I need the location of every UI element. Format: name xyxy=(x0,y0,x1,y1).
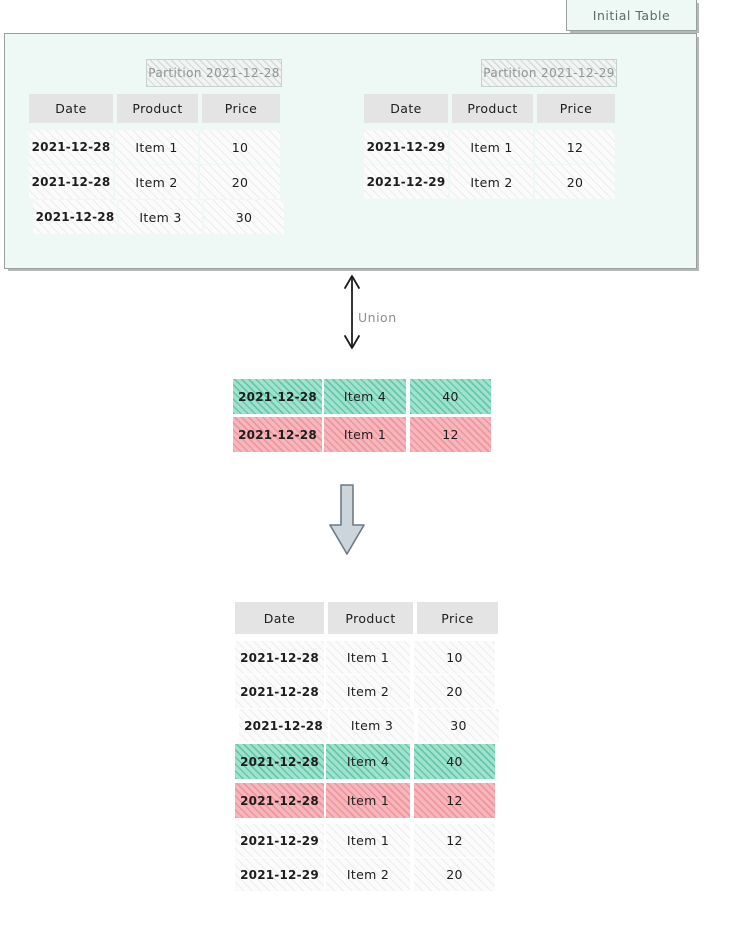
table-row: 2021-12-28 Item 2 20 xyxy=(235,675,495,708)
cell-price: 40 xyxy=(410,379,491,414)
table-row: 2021-12-28 Item 3 30 xyxy=(33,200,284,234)
partition-label-2021-12-28: Partition 2021-12-28 xyxy=(146,59,282,87)
cell-product: Item 2 xyxy=(326,675,410,708)
cell-product: Item 2 xyxy=(450,165,533,199)
cell-price: 12 xyxy=(414,824,495,857)
cell-date: 2021-12-28 xyxy=(235,641,324,674)
cell-date: 2021-12-28 xyxy=(233,417,322,452)
table-row: 2021-12-29 Item 1 12 xyxy=(235,824,495,857)
column-header-price: Price xyxy=(537,94,615,123)
cell-price: 12 xyxy=(414,783,495,818)
table-row: 2021-12-29 Item 2 20 xyxy=(235,858,495,891)
cell-product: Item 1 xyxy=(326,824,410,857)
table-row: 2021-12-28 Item 4 40 xyxy=(235,744,495,779)
double-headed-vertical-arrow-icon xyxy=(344,275,360,349)
cell-product: Item 1 xyxy=(326,641,410,674)
cell-price: 20 xyxy=(414,858,495,891)
table-row: 2021-12-28 Item 1 12 xyxy=(233,417,491,452)
cell-date: 2021-12-29 xyxy=(235,824,324,857)
cell-product: Item 1 xyxy=(324,417,406,452)
table-row: 2021-12-28 Item 1 10 xyxy=(29,130,280,164)
cell-date: 2021-12-28 xyxy=(29,130,113,164)
block-arrow-down-icon xyxy=(329,484,365,555)
cell-price: 10 xyxy=(200,130,280,164)
partition-label-2021-12-29: Partition 2021-12-29 xyxy=(481,59,617,87)
cell-product: Item 4 xyxy=(326,744,410,779)
cell-product: Item 3 xyxy=(330,709,414,742)
cell-price: 20 xyxy=(535,165,615,199)
table-row: 2021-12-28 Item 1 10 xyxy=(235,641,495,674)
cell-price: 12 xyxy=(410,417,491,452)
cell-product: Item 1 xyxy=(450,130,533,164)
cell-date: 2021-12-28 xyxy=(235,744,324,779)
cell-price: 20 xyxy=(200,165,280,199)
cell-product: Item 4 xyxy=(324,379,406,414)
column-header-product: Product xyxy=(452,94,533,123)
cell-product: Item 2 xyxy=(326,858,410,891)
cell-product: Item 1 xyxy=(115,130,198,164)
cell-date: 2021-12-28 xyxy=(29,165,113,199)
table-row: 2021-12-28 Item 2 20 xyxy=(29,165,280,199)
cell-price: 30 xyxy=(204,200,284,234)
cell-price: 30 xyxy=(418,709,499,742)
cell-price: 40 xyxy=(414,744,495,779)
cell-date: 2021-12-28 xyxy=(33,200,117,234)
cell-price: 20 xyxy=(414,675,495,708)
union-arrow-label: Union xyxy=(358,310,397,325)
cell-product: Item 2 xyxy=(115,165,198,199)
table-row: 2021-12-28 Item 4 40 xyxy=(233,379,491,414)
initial-table-tab-label: Initial Table xyxy=(592,7,671,23)
table-row: 2021-12-28 Item 1 12 xyxy=(235,783,495,818)
column-header-date: Date xyxy=(29,94,113,123)
column-header-date: Date xyxy=(235,602,324,634)
cell-date: 2021-12-29 xyxy=(235,858,324,891)
cell-price: 12 xyxy=(535,130,615,164)
column-header-price: Price xyxy=(202,94,280,123)
cell-product: Item 1 xyxy=(326,783,410,818)
cell-date: 2021-12-29 xyxy=(364,130,448,164)
column-header-product: Product xyxy=(117,94,198,123)
cell-date: 2021-12-28 xyxy=(239,709,328,742)
cell-date: 2021-12-28 xyxy=(235,675,324,708)
column-header-product: Product xyxy=(328,602,413,634)
cell-date: 2021-12-28 xyxy=(235,783,324,818)
cell-date: 2021-12-29 xyxy=(364,165,448,199)
initial-table-tab: Initial Table xyxy=(566,0,697,31)
column-header-date: Date xyxy=(364,94,448,123)
cell-date: 2021-12-28 xyxy=(233,379,322,414)
column-header-price: Price xyxy=(417,602,498,634)
cell-price: 10 xyxy=(414,641,495,674)
table-row: 2021-12-28 Item 3 30 xyxy=(239,709,499,742)
table-row: 2021-12-29 Item 1 12 xyxy=(364,130,615,164)
cell-product: Item 3 xyxy=(119,200,202,234)
table-row: 2021-12-29 Item 2 20 xyxy=(364,165,615,199)
